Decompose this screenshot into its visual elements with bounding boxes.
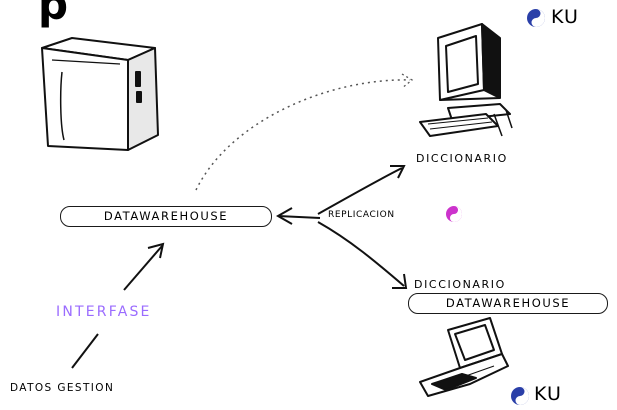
server-icon [41,37,159,151]
diccionario-top-label: DICCIONARIO [416,152,508,165]
ku-logo-icon [511,387,529,405]
datawarehouse-node: DATAWAREHOUSE [60,206,272,227]
replication-logo-icon [446,206,462,222]
dotted-link [195,79,411,191]
arrowhead-datawarehouse [275,207,293,225]
datawarehouse-bottom-node: DATAWAREHOUSE [408,293,608,314]
datos-gestion-label: DATOS GESTION [10,382,115,394]
ku-label-bottom: KU [534,383,562,405]
diccionario-bottom-label: DICCIONARIO [414,278,506,291]
ku-logo-icon [527,9,545,27]
arrowhead-interfase [147,242,165,259]
desktop-computer-icon [419,23,513,137]
interfase-label: INTERFASE [56,304,152,320]
ku-label-top: KU [551,6,579,28]
arrow-to-datawarehouse [277,215,321,219]
title-fragment: p [38,0,69,29]
arrow-interfase-to-datawarehouse [123,245,163,291]
arrowhead-top [390,165,406,179]
replicacion-label: REPLICACION [328,210,395,220]
arrowhead-bottom [392,273,408,289]
line-datos-to-interfase [71,333,99,369]
arrow-to-diccionario-top [317,167,403,215]
laptop-icon [419,317,509,397]
dotted-arrowhead [401,73,414,89]
arrow-to-diccionario-bottom [317,221,405,287]
